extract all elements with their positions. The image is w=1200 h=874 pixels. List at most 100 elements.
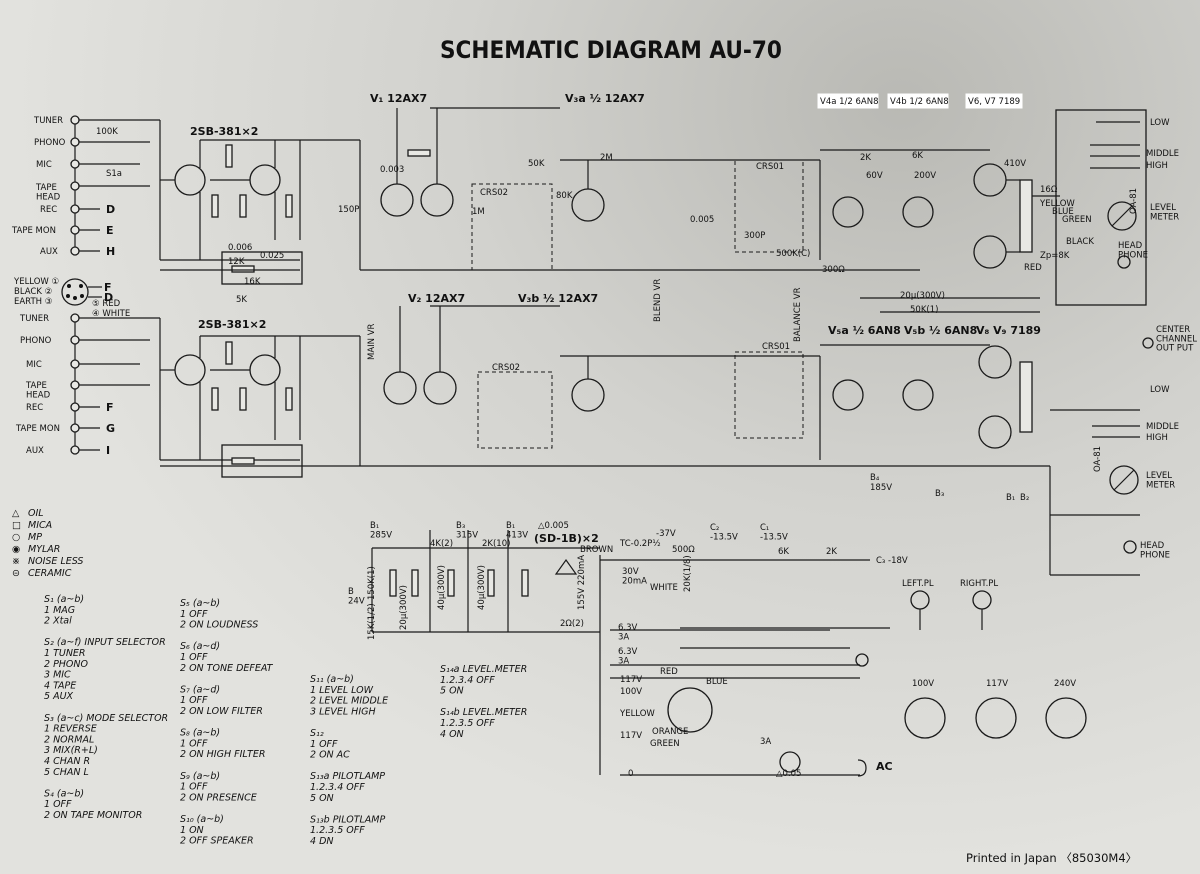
transistor-stage-bottom: 2SB-381×2 [159, 318, 301, 461]
supply-part: WHITE [650, 583, 678, 593]
tube-stage-v2: V₂ 12AX7 [383, 292, 465, 405]
component-value: 500K(C) [776, 249, 810, 259]
signal-tag: G [106, 422, 115, 435]
switch-legend-line: S₃ (a~c) MODE SELECTOR [44, 713, 168, 724]
component-value: 185V [870, 483, 892, 493]
signal-tag: H [106, 245, 115, 258]
signal-bus-bottom [160, 305, 1050, 467]
input-label: PHONO [34, 138, 66, 148]
component-value: B₃ [935, 489, 944, 499]
switch-legend-line: S₁₁ (a~b) [310, 674, 354, 685]
connector-wire-label: EARTH ③ [14, 297, 52, 307]
component-value: 100K [96, 127, 118, 137]
switch-legend-line: 2 ON HIGH FILTER [180, 749, 265, 760]
component-value: RED [1024, 263, 1042, 273]
supply-part: 100V [620, 687, 642, 697]
pilot-lamp-label: RIGHT.PL [960, 579, 998, 589]
supply-part: 15K(1/2) [367, 603, 377, 640]
output-label: LOW [1150, 385, 1170, 395]
switch-legend-line: 2 ON AC [310, 750, 350, 761]
supply-part: 0 [628, 769, 633, 779]
connector-wire-label: ⑤ RED [92, 299, 121, 309]
switch-legend-line: S₁₃a PILOTLAMP [310, 771, 385, 782]
capacitor-legend: △ OIL □ MICA ○ MP ◉ MYLAR ※ NOISE LESS ⊝… [12, 508, 83, 579]
component-value: B₄ [870, 473, 880, 483]
supply-part: 20K(1/8) [683, 555, 693, 592]
component-value: 60V [866, 171, 883, 181]
tube-label: V₈ V₉ 7189 [976, 324, 1041, 337]
supply-part: 117V [620, 731, 642, 741]
switch-legend-line: S₈ (a~b) [180, 728, 220, 739]
crs02-block-bottom: CRS02 [477, 363, 553, 449]
plug-label: 100V [912, 679, 934, 689]
switch-legend-line: S₁₄a LEVEL.METER [440, 664, 527, 675]
switch-legend-line: 2 NORMAL [44, 734, 94, 745]
supply-part: 4K(2) [430, 539, 453, 549]
switch-legend-line: 5 CHAN L [44, 767, 89, 778]
component-value: 80K [556, 191, 573, 201]
tube-label: V₃b ½ 12AX7 [518, 292, 598, 305]
switch-legend-line: S₇ (a~d) [180, 684, 220, 695]
supply-part: YELLOW [619, 709, 655, 719]
input-label: MIC [36, 160, 52, 170]
switch-legend-line: 4 CHAN R [44, 756, 90, 767]
eq-network-top: 12K 16K 5K 0.025 0.006 [221, 243, 303, 305]
component-value: 300P [744, 231, 765, 241]
switch-legend-line: 2 Xtal [44, 616, 72, 627]
component-value: B₂ [1020, 493, 1029, 503]
crs-label: CRS01 [762, 342, 790, 352]
component-value: 150P [338, 205, 359, 215]
connector-wire-label: BLACK ② [14, 287, 52, 297]
switch-legend-line: 2 LEVEL MIDDLE [310, 696, 388, 707]
supply-part: 20μ(300V) [399, 585, 409, 630]
switch-legend-line: 2 ON LOUDNESS [180, 620, 258, 631]
supply-part: 155V 220mA [577, 555, 587, 610]
eq-network-bottom [221, 444, 303, 478]
component-value: 300Ω [822, 265, 845, 275]
voltage-selector-plugs: 100V 117V 240V [904, 679, 1087, 739]
signal-tag: F [104, 281, 112, 294]
switch-legend-line: S₅ (a~b) [180, 598, 220, 609]
vr-label: MAIN VR [367, 323, 377, 360]
heater-rows [680, 627, 890, 667]
switch-legend-line: 5 AUX [44, 691, 74, 702]
supply-part: TC-0.2P½ [619, 539, 661, 549]
switch-legend-line: 5 ON [310, 793, 334, 804]
switch-legend-line: S₁₄b LEVEL.METER [440, 707, 527, 718]
supply-part: 117V [620, 675, 642, 685]
input-label: REC [26, 403, 43, 413]
supply-part: BLUE [706, 677, 728, 687]
legend-symbol: ⊝ [12, 568, 20, 579]
supply-part: AC [876, 760, 893, 773]
connector-wire-label: YELLOW ① [13, 277, 59, 287]
rectifier-label: (SD-1B)×2 [534, 532, 599, 545]
supply-part: 2K(10) [482, 539, 510, 549]
component-value: 410V [1004, 159, 1026, 169]
transistor-label: 2SB-381×2 [198, 318, 266, 331]
component-value: 6K [912, 151, 923, 161]
plug-label: 117V [986, 679, 1008, 689]
component-value: 12K [228, 257, 245, 267]
tube-label: V4b 1/2 6AN8 [890, 97, 949, 107]
supply-part: 6K [778, 547, 789, 557]
switch-legend-line: 1 MAG [44, 605, 75, 616]
supply-part: GREEN [650, 739, 680, 749]
signal-tag: E [106, 224, 114, 237]
supply-part: 40μ(300V) [477, 565, 487, 610]
tube-label: V₂ 12AX7 [408, 292, 465, 305]
input-label: AUX [26, 446, 44, 456]
tube-stage-v3b: V₃b ½ 12AX7 [518, 292, 605, 412]
component-value: 16Ω [1040, 185, 1058, 195]
input-label: MIC [26, 360, 42, 370]
switch-legend-line: 1 REVERSE [44, 724, 97, 735]
tube-stage-v1: V₁ 12AX7 0.003 150P [338, 92, 454, 217]
switch-legend-line: 1 OFF [180, 695, 208, 706]
